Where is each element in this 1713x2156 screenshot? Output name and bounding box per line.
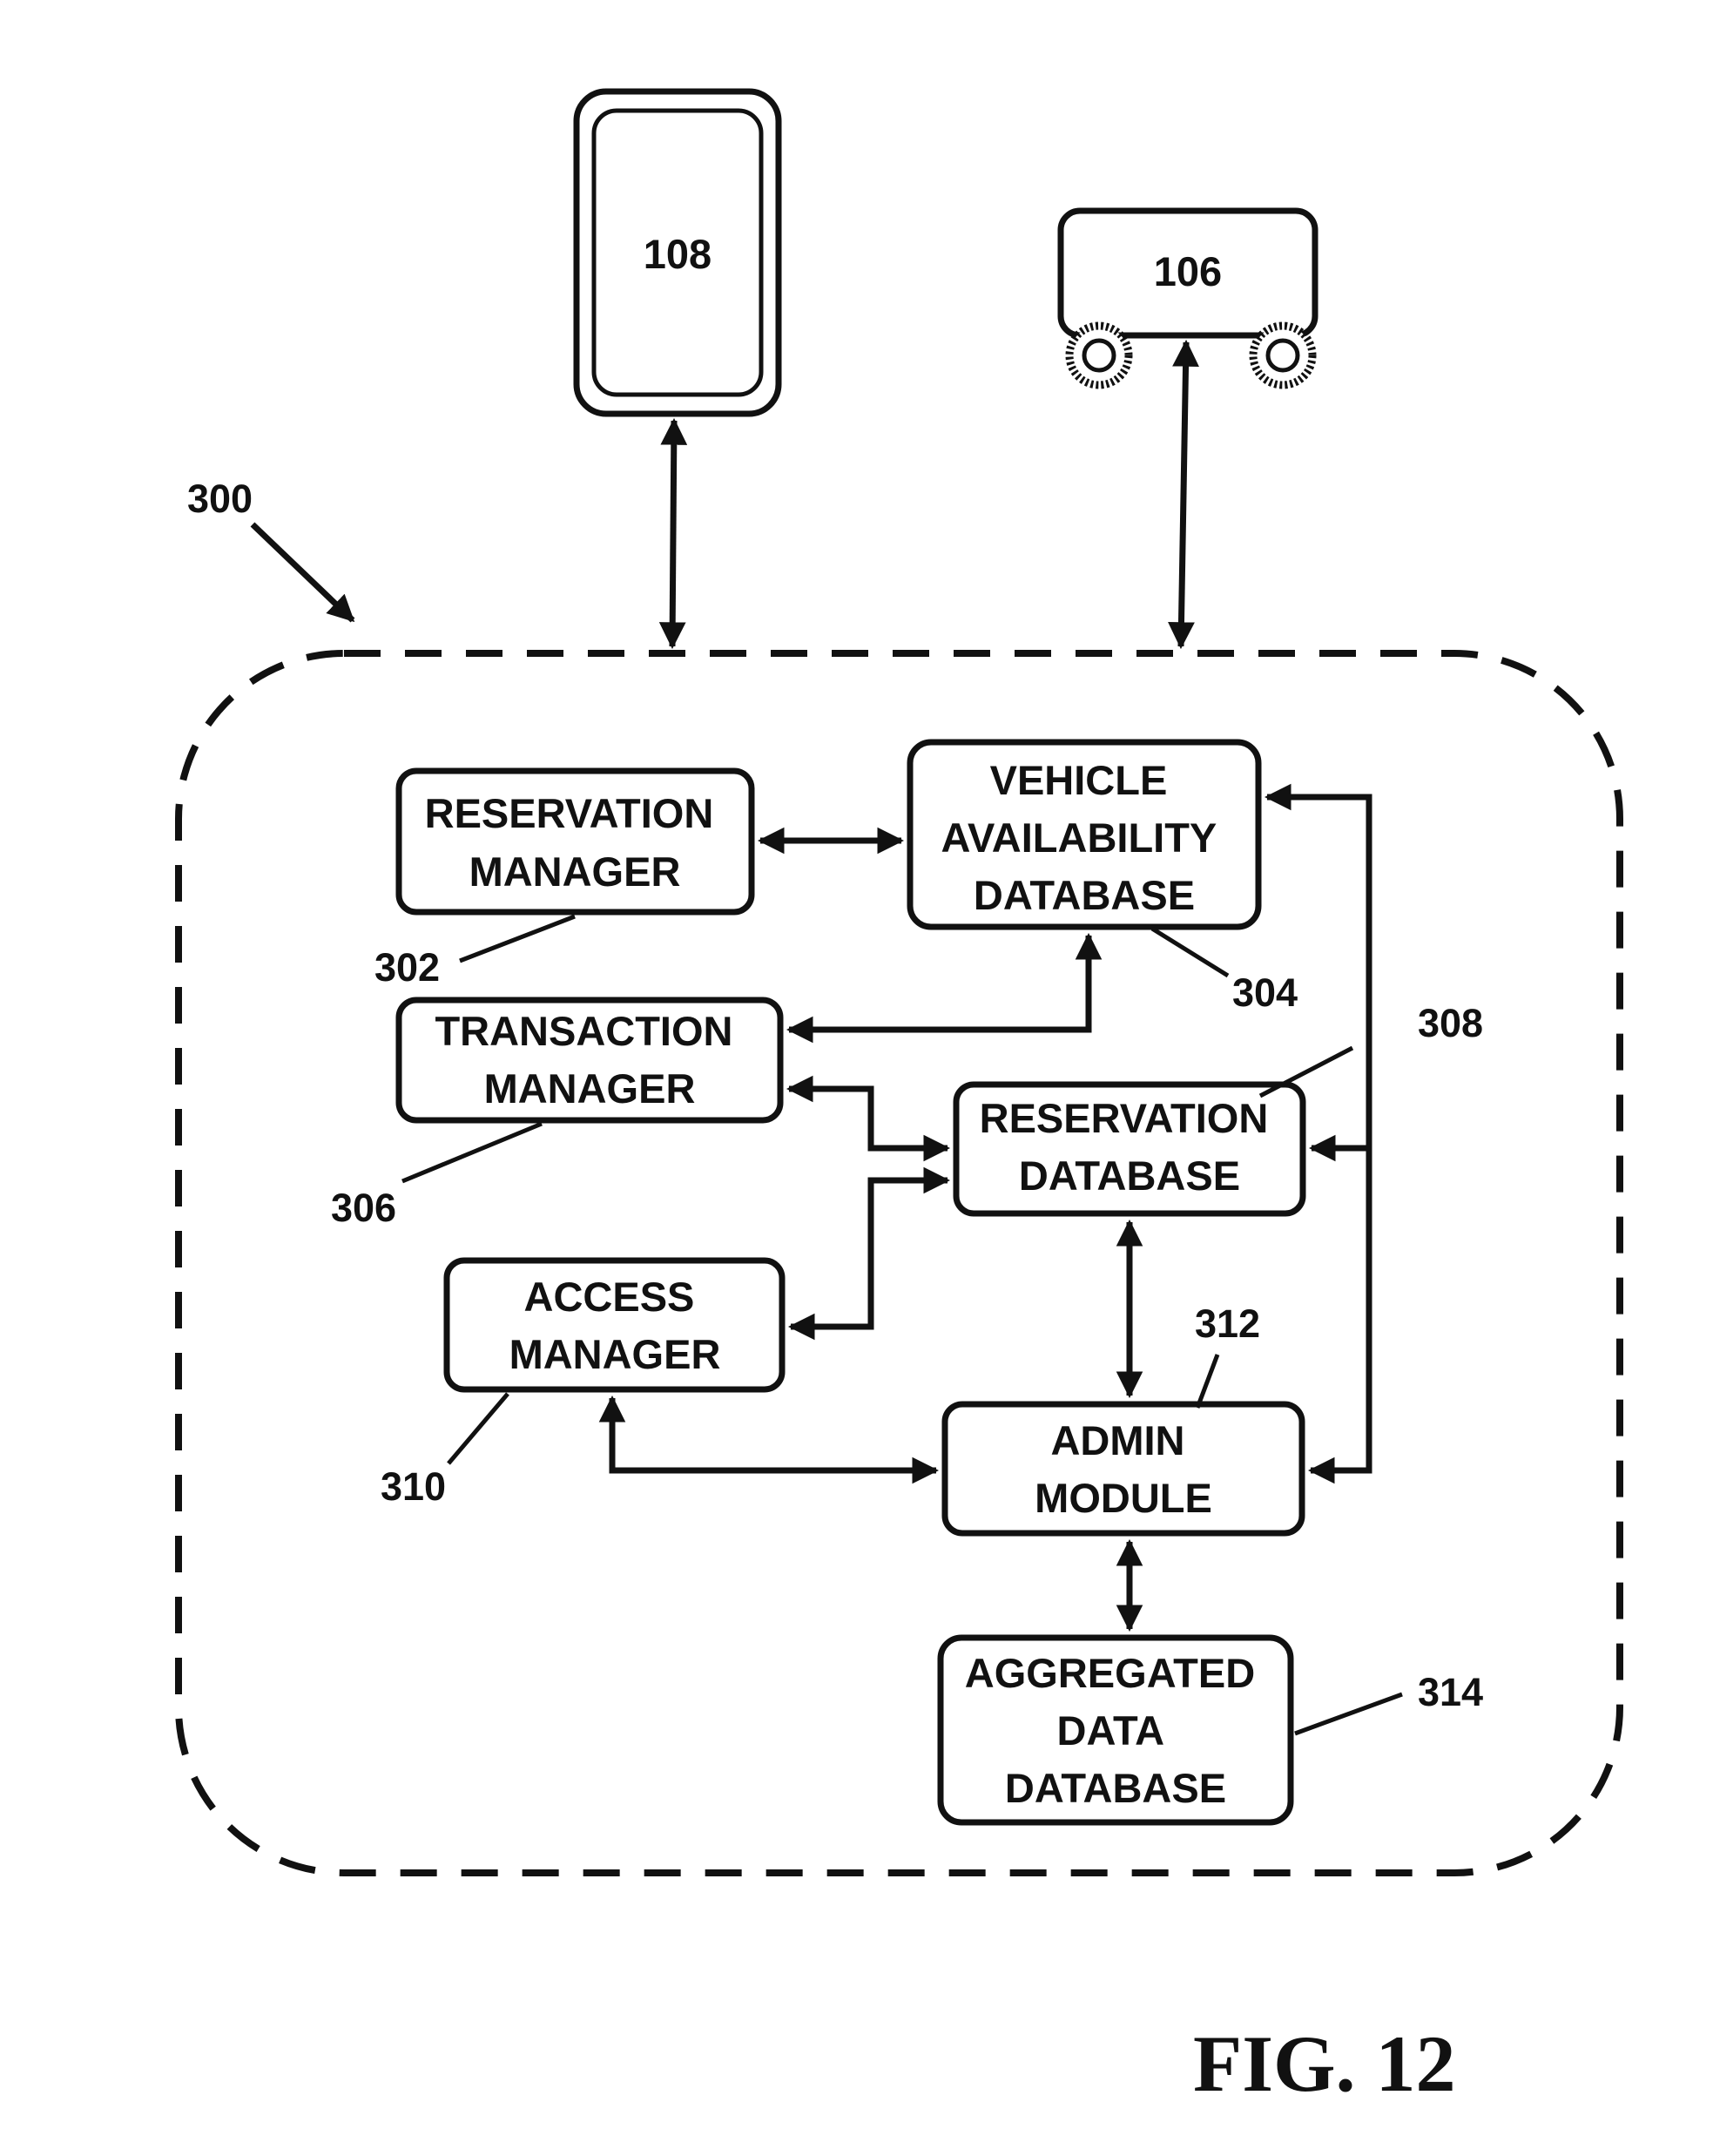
connector-phone-system: [658, 417, 688, 650]
svg-text:TRANSACTION MANAGER: TRANSACTION MANAGER: [435, 1008, 744, 1112]
vehicle-availability-db-line-1: VEHICLE: [990, 757, 1168, 803]
connector-admin-module-vehicle-availability-db: [1264, 783, 1372, 1484]
access-manager-leader: [447, 1392, 509, 1465]
system-ref-arrow: [250, 522, 355, 623]
aggregated-data-db-box: AGGREGATED DATA DATABASE: [937, 1634, 1294, 1826]
reservation-db-line-2: DATABASE: [1019, 1152, 1240, 1199]
svg-text:VEHICLE AVAILABILITY: VEHICLE AVAILABILITY DATABASE: [941, 757, 1227, 918]
transaction-manager-box: TRANSACTION MANAGER: [395, 997, 784, 1124]
system-ref-label: 300: [187, 476, 253, 521]
system-boundary: [175, 650, 1623, 1876]
admin-module-line-1: ADMIN: [1050, 1417, 1184, 1463]
vehicle-ref-label: 106: [1154, 248, 1222, 294]
access-manager-line-2: MANAGER: [509, 1331, 721, 1377]
transaction-manager-line-1: TRANSACTION: [435, 1008, 732, 1054]
phone-device: 108: [573, 88, 782, 417]
svg-text:ACCESS MANAGER: ACCESS MANAGER: [509, 1274, 721, 1377]
connector-transaction-manager-reservation-db: [786, 1075, 951, 1162]
access-manager-box: ACCESS MANAGER: [443, 1257, 786, 1393]
svg-text:RESERVATION MANAGER: RESERVATION MANAGER: [425, 790, 725, 895]
connector-vehicle-system: [1168, 339, 1199, 650]
vehicle-wheel-right: [1249, 321, 1317, 389]
vehicle-availability-db-leader: [1150, 926, 1230, 978]
vehicle-availability-db-line-2: AVAILABILITY: [941, 814, 1216, 861]
connector-transaction-manager-vehicle-availability-db: [786, 932, 1103, 1044]
reservation-manager-line-2: MANAGER: [469, 848, 681, 895]
aggregated-data-db-line-1: AGGREGATED: [965, 1650, 1255, 1696]
reservation-db-ref: 308: [1418, 1001, 1483, 1045]
admin-module-ref: 312: [1195, 1301, 1260, 1346]
reservation-db-leader: [1258, 1045, 1354, 1098]
vehicle-device: 106: [1057, 207, 1318, 389]
reservation-manager-ref: 302: [374, 945, 440, 990]
admin-module-box: ADMIN MODULE: [941, 1401, 1305, 1537]
transaction-manager-leader: [401, 1121, 543, 1184]
reservation-db-box: RESERVATION DATABASE: [953, 1081, 1306, 1217]
reservation-db-line-1: RESERVATION: [980, 1095, 1269, 1141]
vehicle-availability-db-box: VEHICLE AVAILABILITY DATABASE: [907, 739, 1262, 930]
transaction-manager-line-2: MANAGER: [484, 1065, 696, 1112]
admin-module-line-2: MODULE: [1035, 1475, 1212, 1521]
svg-text:AGGREGATED DATA DA: AGGREGATED DATA DATABASE: [965, 1650, 1266, 1811]
access-manager-line-1: ACCESS: [524, 1274, 695, 1320]
aggregated-data-db-line-2: DATA: [1057, 1707, 1164, 1754]
reservation-manager-leader: [459, 914, 576, 963]
vehicle-availability-db-line-3: DATABASE: [974, 872, 1195, 918]
reservation-manager-line-1: RESERVATION: [425, 790, 714, 836]
svg-text:ADMIN MODULE: ADMIN MODULE: [1035, 1417, 1212, 1521]
vehicle-wheel-left: [1065, 321, 1133, 389]
aggregated-data-db-ref: 314: [1418, 1670, 1483, 1714]
phone-ref-label: 108: [644, 231, 712, 277]
vehicle-availability-db-ref: 304: [1232, 970, 1298, 1015]
connector-access-manager-reservation-db: [787, 1166, 951, 1341]
svg-text:RESERVATION DATABASE: RESERVATION DATABASE: [980, 1095, 1280, 1199]
aggregated-data-db-leader: [1294, 1692, 1403, 1736]
connector-access-manager-admin-module: [598, 1395, 940, 1484]
admin-module-leader: [1195, 1354, 1220, 1409]
access-manager-ref: 310: [381, 1464, 446, 1509]
aggregated-data-db-line-3: DATABASE: [1005, 1765, 1226, 1811]
transaction-manager-ref: 306: [331, 1186, 396, 1230]
reservation-manager-box: RESERVATION MANAGER: [395, 767, 755, 916]
figure-label: FIG. 12: [1193, 2019, 1456, 2108]
